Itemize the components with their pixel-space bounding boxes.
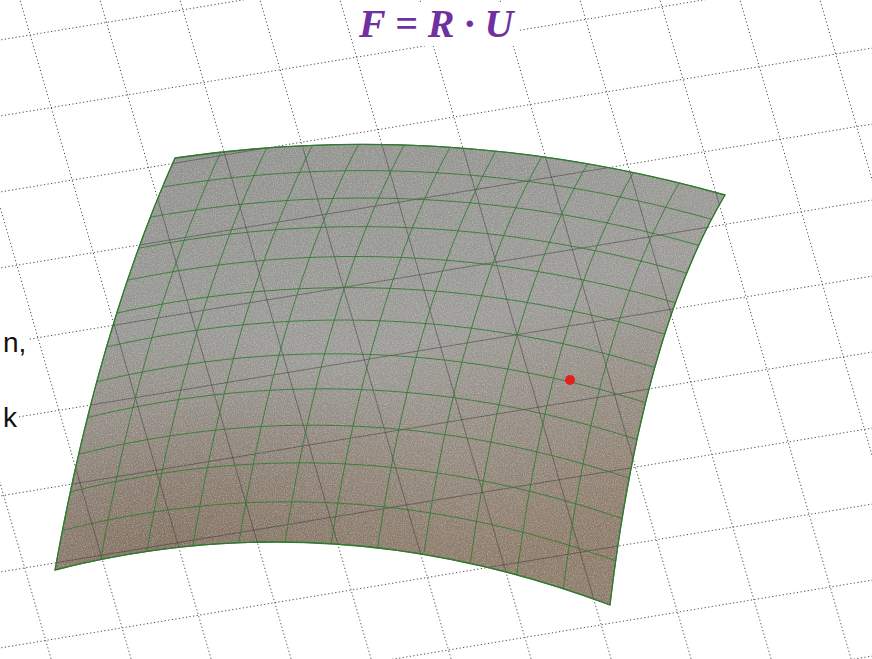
grid-line <box>734 0 872 659</box>
material-grid-line <box>139 227 687 273</box>
material-grid-line <box>55 158 175 570</box>
grid-line <box>334 0 537 659</box>
material-grid-line <box>470 164 587 564</box>
grid-line <box>814 0 872 659</box>
material-grid-line <box>79 425 630 478</box>
side-text: k <box>1 402 19 434</box>
material-grid <box>55 144 725 605</box>
material-grid-line <box>331 147 450 544</box>
grid-line <box>814 0 872 659</box>
grid-line <box>94 0 297 659</box>
grid-line <box>0 0 872 119</box>
grid-line <box>0 577 872 659</box>
material-grid-line <box>101 152 221 559</box>
material-grid-line <box>127 256 675 302</box>
grid-line <box>0 0 137 659</box>
grid-line <box>254 0 457 659</box>
grid-line <box>414 0 617 659</box>
grid-line <box>0 0 872 119</box>
grid-line <box>0 273 872 423</box>
sheet-texture <box>40 110 740 620</box>
grid-line <box>0 0 57 659</box>
material-grid-line <box>378 151 496 548</box>
material-grid-line <box>107 320 655 367</box>
sheet-outline <box>55 144 725 605</box>
material-grid-line <box>285 145 404 542</box>
material-grid-line <box>97 354 646 403</box>
material-grid-line <box>517 173 634 575</box>
grid-line <box>0 349 872 499</box>
grid-line <box>14 0 217 659</box>
material-grid-line <box>239 144 358 542</box>
formula-title: F = R · U <box>353 2 519 46</box>
side-text: n, <box>1 327 28 359</box>
material-grid-line <box>55 542 610 605</box>
grid-line <box>0 501 872 651</box>
grid-line <box>654 0 857 659</box>
grid-line <box>0 0 57 659</box>
grid-line <box>0 577 872 659</box>
material-grid-line <box>610 195 725 605</box>
material-point <box>565 375 575 385</box>
grid-line <box>0 425 872 575</box>
grid-line <box>0 653 872 659</box>
deformed-sheet <box>40 110 740 620</box>
material-grid-line <box>162 171 711 220</box>
grid-line <box>0 121 872 271</box>
grid-line <box>654 0 857 659</box>
material-grid-line <box>424 157 542 555</box>
material-grid-line <box>117 288 665 335</box>
material-grid-line <box>563 183 679 589</box>
material-grid-line <box>175 144 725 195</box>
grid-line <box>734 0 872 659</box>
material-grid-line <box>150 198 698 245</box>
material-grid-line <box>70 463 622 519</box>
grid-line <box>574 0 777 659</box>
material-grid-line <box>87 389 637 440</box>
